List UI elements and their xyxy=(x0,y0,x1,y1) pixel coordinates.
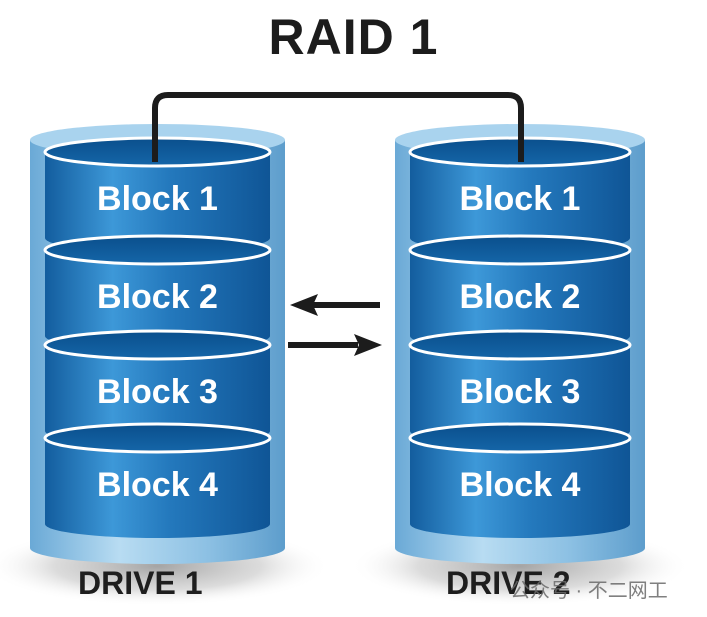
block-top-rim xyxy=(43,422,272,454)
block-4: Block 4 xyxy=(43,422,272,538)
mirror-connector-line xyxy=(152,92,524,162)
block-label: Block 1 xyxy=(460,180,581,218)
connector-path xyxy=(152,92,524,162)
block-body xyxy=(410,438,630,538)
arrow-right-icon xyxy=(288,334,382,356)
block-body xyxy=(410,250,630,350)
drive-2-label: DRIVE 2 xyxy=(446,565,571,601)
sync-arrows xyxy=(288,294,382,356)
block-body xyxy=(410,345,630,445)
watermark: 公众号 · 不二网工 xyxy=(510,580,668,602)
block-top-rim xyxy=(408,234,632,266)
block-top-rim xyxy=(408,329,632,361)
block-3: Block 3 xyxy=(43,329,272,445)
drive-1-label: DRIVE 1 xyxy=(78,565,203,601)
block-label: Block 1 xyxy=(97,180,218,218)
block-label: Block 3 xyxy=(460,373,581,411)
block-label: Block 4 xyxy=(460,466,581,504)
drive-1: Block 1 Block 2 Block 3 Block 4 xyxy=(30,124,286,564)
block-label: Block 3 xyxy=(97,373,218,411)
block-top-rim xyxy=(43,329,272,361)
block-body xyxy=(45,345,270,445)
block-body xyxy=(45,250,270,351)
block-3: Block 3 xyxy=(408,329,632,445)
block-top-rim xyxy=(408,422,632,454)
block-label: Block 2 xyxy=(97,278,218,316)
block-body xyxy=(410,152,630,252)
arrow-left-icon xyxy=(290,294,380,316)
block-2: Block 2 xyxy=(408,234,632,350)
diagram-title: RAID 1 xyxy=(268,9,439,65)
block-body xyxy=(45,152,270,252)
block-label: Block 4 xyxy=(97,466,218,504)
drive-2: Block 1 Block 2 Block 3 Block 4 xyxy=(395,124,645,564)
block-4: Block 4 xyxy=(408,422,632,538)
block-top-rim xyxy=(43,234,272,266)
block-body xyxy=(45,438,270,538)
block-label: Block 2 xyxy=(460,278,581,316)
block-2: Block 2 xyxy=(43,234,272,351)
